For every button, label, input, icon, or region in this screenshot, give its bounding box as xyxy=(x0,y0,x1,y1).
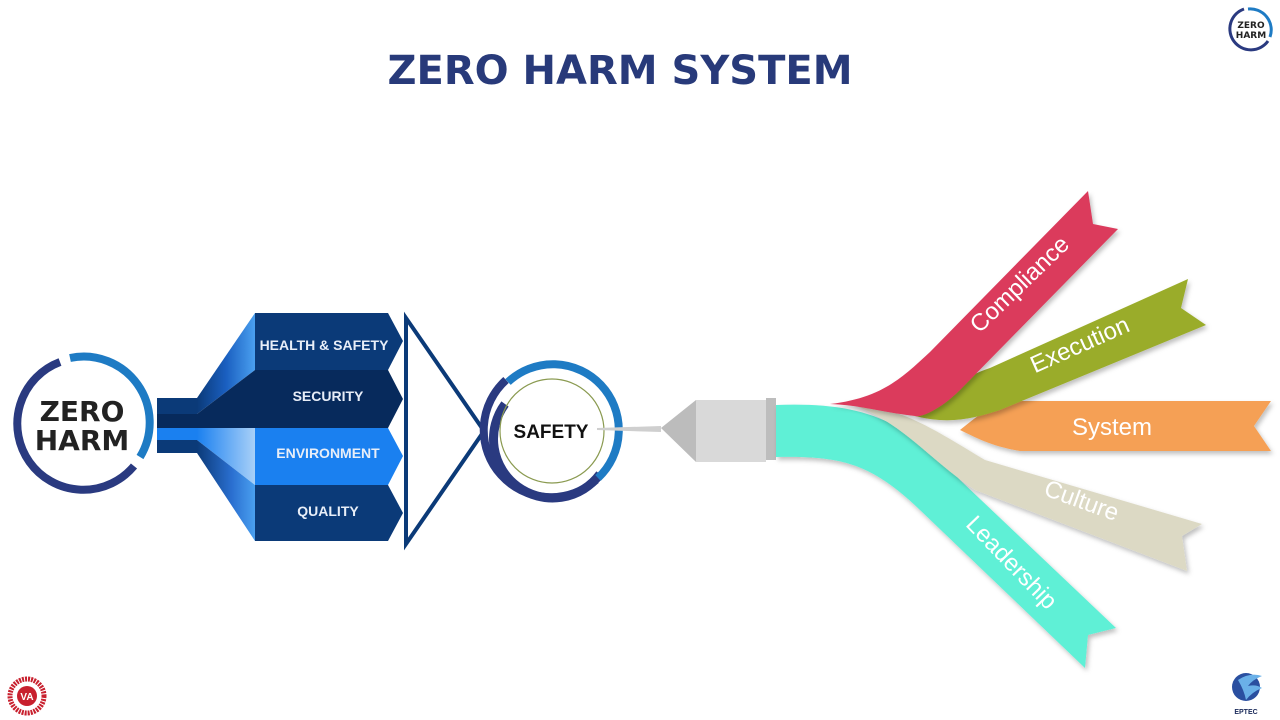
zero-harm-emblem: ZERO HARM xyxy=(13,352,154,494)
pillar-label: ENVIRONMENT xyxy=(276,445,380,461)
pillar-label: QUALITY xyxy=(297,503,359,519)
eptec-text: EPTEC xyxy=(1234,709,1257,716)
logo-line1: ZERO xyxy=(1237,21,1265,31)
safety-emblem: SAFETY xyxy=(479,360,623,503)
pillar-health-safety: HEALTH & SAFETY xyxy=(255,313,403,370)
pillar-blocks: HEALTH & SAFETY SECURITY ENVIRONMENT QUA… xyxy=(255,313,403,541)
va-seal-logo: VA xyxy=(7,676,47,716)
ribbon-label: System xyxy=(1072,414,1152,441)
funnel-connectors xyxy=(157,313,255,541)
eptec-logo: EPTEC xyxy=(1232,673,1262,716)
pillar-label: SECURITY xyxy=(293,388,364,404)
converge-triangle-icon xyxy=(404,311,487,551)
ribbon-execution xyxy=(915,279,1206,421)
connector-plug-icon xyxy=(597,398,776,462)
ribbon-leadership xyxy=(776,404,1116,668)
ribbon-compliance xyxy=(830,191,1118,417)
seal-mark: VA xyxy=(20,692,33,703)
safety-label: SAFETY xyxy=(514,422,589,443)
pillar-security: SECURITY xyxy=(255,370,403,428)
ribbon-culture xyxy=(850,404,1202,571)
zero-harm-logo-small: ZERO HARM xyxy=(1228,7,1273,52)
slide-title: ZERO HARM SYSTEM xyxy=(387,48,853,94)
pillar-label: HEALTH & SAFETY xyxy=(260,337,390,353)
pillar-quality: QUALITY xyxy=(255,485,403,541)
ribbon-system xyxy=(960,401,1271,451)
pillar-environment: ENVIRONMENT xyxy=(255,428,403,485)
logo-line2: HARM xyxy=(1236,31,1266,41)
ribbons: Compliance Execution System Culture Lead… xyxy=(776,191,1271,668)
emblem-line1: ZERO xyxy=(40,395,125,428)
emblem-line2: HARM xyxy=(35,424,130,457)
